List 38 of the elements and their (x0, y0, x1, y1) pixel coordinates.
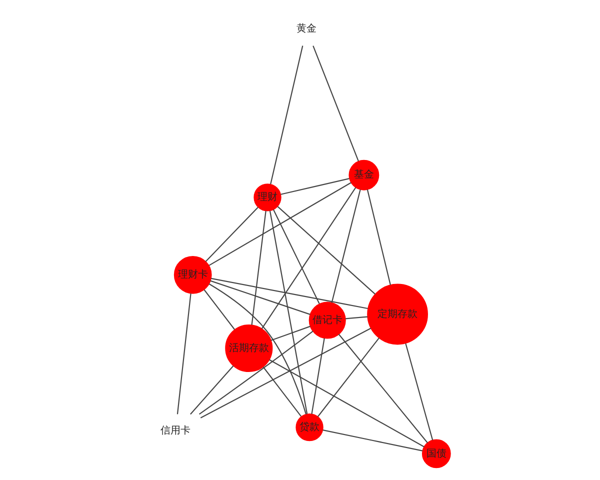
connector (260, 187, 356, 330)
connector (322, 430, 422, 452)
node-text: 信用卡 (160, 426, 190, 437)
connector (344, 316, 368, 320)
node-circle: 国债 (421, 439, 450, 468)
connector (312, 46, 358, 162)
connector (272, 209, 320, 304)
connector (190, 365, 234, 415)
node-circle: 活期存款 (224, 324, 272, 372)
connector (200, 328, 371, 418)
connector (270, 326, 310, 341)
connector (366, 189, 390, 286)
connector (330, 189, 360, 303)
connector (210, 280, 310, 315)
connector (268, 359, 424, 448)
node-circle: 理财卡 (173, 256, 212, 294)
connector (250, 210, 266, 325)
node-text: 黄金 (296, 24, 316, 35)
node-circle: 基金 (348, 160, 379, 190)
connector (208, 283, 306, 414)
connector (210, 278, 368, 310)
connector (310, 338, 324, 414)
node-circle: 借记卡 (308, 302, 346, 339)
connector (203, 289, 235, 330)
connector (268, 210, 308, 414)
connector (204, 206, 258, 262)
connector (404, 343, 433, 440)
node-circle: 贷款 (295, 414, 323, 442)
connector (276, 206, 376, 295)
connector (338, 334, 428, 444)
connector (270, 46, 303, 184)
connector (262, 366, 301, 417)
connector (176, 293, 191, 414)
connector (280, 178, 349, 195)
node-circle: 定期存款 (366, 284, 428, 345)
connector (316, 338, 380, 417)
node-circle: 理财 (253, 184, 281, 212)
connector (198, 330, 313, 415)
